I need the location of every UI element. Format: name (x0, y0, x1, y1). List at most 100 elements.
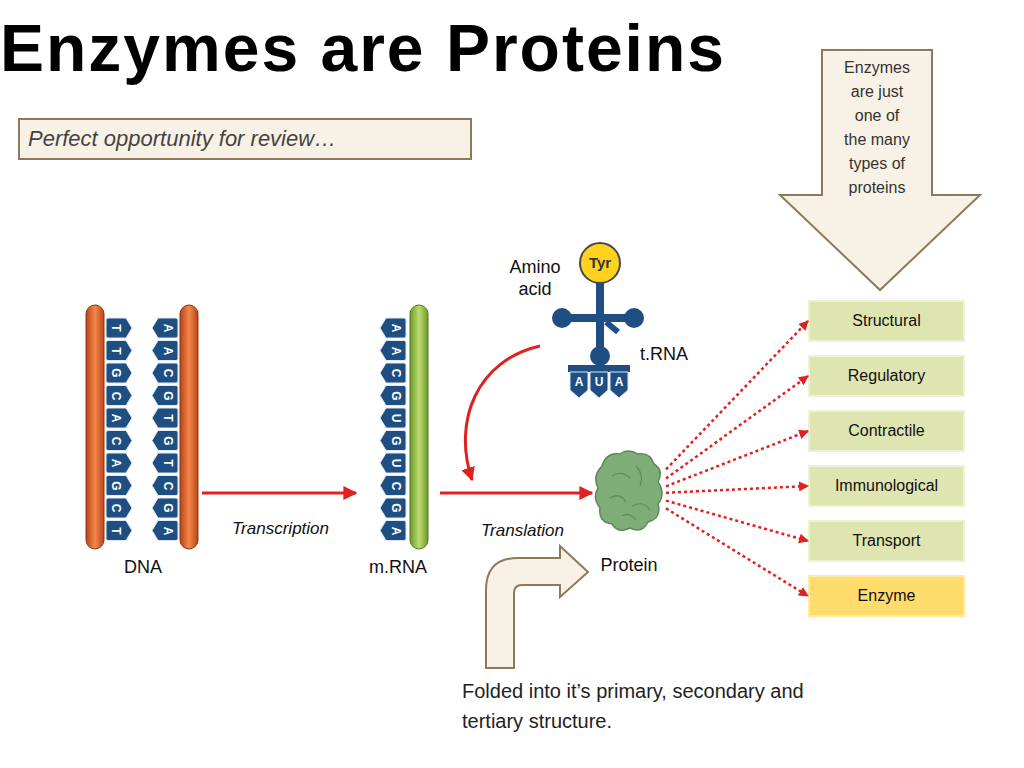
base-letter: T (158, 408, 178, 428)
base-letter: A (158, 341, 178, 361)
category-box: Enzyme (808, 575, 965, 617)
base-tile (152, 521, 178, 541)
base-letter: C (386, 476, 406, 496)
molecule-label: DNA (74, 556, 212, 578)
molecule-label: m.RNA (346, 556, 450, 578)
base-tile (106, 521, 132, 541)
base-tile (152, 341, 178, 361)
base-letter: A (386, 318, 406, 338)
category-label: Contractile (848, 422, 924, 440)
base-letter: G (158, 386, 178, 406)
dotted-arrow (666, 486, 808, 493)
base-letter: G (158, 431, 178, 451)
dotted-arrow (666, 431, 808, 486)
base-tile (152, 363, 178, 383)
trna-arm (606, 322, 618, 332)
base-letter: G (386, 431, 406, 451)
note-box: Perfect opportunity for review… (18, 118, 472, 160)
base-letter: C (106, 386, 126, 406)
note-text: Folded into it’s primary, secondary and … (462, 676, 834, 736)
anticodon-tile (590, 372, 608, 398)
molecule-label: Protein (582, 554, 676, 576)
protein-node: Protein (592, 446, 666, 576)
base-letter: T (106, 341, 126, 361)
note-text: Perfect opportunity for review… (28, 126, 336, 152)
base-letter: A (386, 341, 406, 361)
base-letter: A (386, 521, 406, 541)
base-letter: A (610, 373, 628, 391)
category-box: Contractile (808, 410, 965, 452)
base-tile (106, 386, 132, 406)
category-label: Regulatory (848, 367, 925, 385)
base-letter: G (386, 498, 406, 518)
bent-arrow (486, 546, 588, 668)
trna-arm (562, 314, 634, 322)
category-label: Immunological (835, 477, 938, 495)
base-tile (380, 498, 406, 518)
base-tile (380, 363, 406, 383)
part-label: t.RNA (640, 343, 710, 365)
base-letter: C (158, 363, 178, 383)
base-letter: G (386, 386, 406, 406)
base-tile (152, 386, 178, 406)
base-tiles (106, 318, 406, 541)
base-letter: G (106, 476, 126, 496)
category-label: Enzyme (858, 587, 916, 605)
base-letter: A (106, 408, 126, 428)
trna-arrow (465, 346, 540, 480)
anticodon-bar (568, 365, 630, 372)
flow-arrow (202, 491, 356, 494)
amino-acid-name: Tyr (582, 254, 618, 272)
base-letter: G (158, 498, 178, 518)
base-tile (152, 318, 178, 338)
callout-text: Enzymes are just one of the many types o… (843, 56, 911, 200)
base-tile (380, 453, 406, 473)
base-tile (106, 363, 132, 383)
base-letter: T (106, 318, 126, 338)
base-letter: T (106, 521, 126, 541)
category-box: Regulatory (808, 355, 965, 397)
base-letter: U (386, 453, 406, 473)
base-letter: T (158, 453, 178, 473)
base-tile (380, 318, 406, 338)
dna-backbone (180, 305, 198, 549)
trna-loop (590, 346, 610, 366)
dna-backbone (86, 305, 104, 549)
base-tile (106, 498, 132, 518)
dotted-arrow (666, 376, 808, 479)
base-tile (106, 453, 132, 473)
base-letter: C (158, 476, 178, 496)
anticodon-tile (610, 372, 628, 398)
dotted-arrow (666, 501, 808, 541)
category-label: Structural (852, 312, 920, 330)
base-letter: U (590, 373, 608, 391)
molecule-node: DNA (84, 300, 202, 578)
amino-acid-circle (580, 243, 620, 283)
base-tile (152, 453, 178, 473)
base-tile (106, 318, 132, 338)
edge-label: Translation (481, 521, 564, 541)
base-letter: U (386, 408, 406, 428)
protein-texture (610, 466, 650, 520)
flow-arrow (440, 491, 592, 494)
mrna-backbone (410, 305, 428, 549)
base-letter: G (106, 363, 126, 383)
base-tile (380, 341, 406, 361)
base-tile (152, 431, 178, 451)
category-box: Transport (808, 520, 965, 562)
dotted-arrow (666, 508, 808, 596)
base-letter: C (106, 498, 126, 518)
part-label: Amino acid (504, 256, 566, 300)
anticodon-tile (570, 372, 588, 398)
base-letter: A (106, 453, 126, 473)
dotted-arrow (666, 321, 808, 469)
base-letter: A (570, 373, 588, 391)
callout-arrow: Enzymes are just one of the many types o… (778, 48, 982, 292)
base-tile (380, 386, 406, 406)
base-tile (106, 408, 132, 428)
category-box: Structural (808, 300, 965, 342)
base-tile (380, 476, 406, 496)
category-label: Transport (853, 532, 921, 550)
base-tile (152, 408, 178, 428)
edge-label: Transcription (232, 519, 329, 539)
